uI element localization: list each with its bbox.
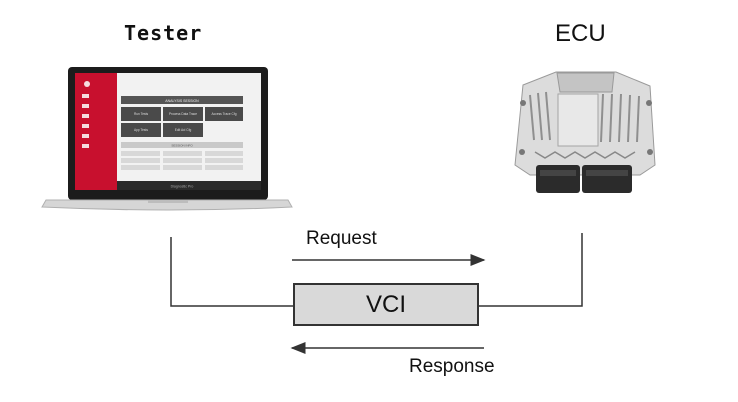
screen-tile-label: Edit Acl Cfg [175, 128, 192, 132]
screen-tile [121, 123, 161, 137]
ecu-top-plate [556, 72, 615, 93]
ecu-mounting-holes [519, 100, 653, 155]
sidebar-icons [82, 81, 90, 148]
screen-tile-label: Access Trace Cfg [212, 112, 237, 116]
response-label: Response [409, 356, 495, 377]
screen-tile [163, 107, 203, 121]
ecu-connector-left [536, 165, 580, 193]
ecu-connector-slot [540, 170, 576, 176]
ecu-fins-left [529, 91, 551, 141]
screen-tile-label: Run Tests [134, 112, 149, 116]
tester-to-vci-line [170, 237, 293, 307]
screen-section-bar [121, 142, 243, 148]
laptop-hinge [148, 200, 188, 203]
screen-header-text: ANALYSIS SESSION [165, 99, 199, 103]
ecu-center-block [557, 93, 599, 147]
screen-tile-label: Process Data Trace [169, 112, 197, 116]
screen-tile [121, 107, 161, 121]
vci-label: VCI [365, 290, 406, 318]
tester-label: Tester [124, 21, 203, 45]
screen-header-bar [121, 96, 243, 104]
screen-brand-text: Diagnostic Pro [171, 185, 194, 189]
screen-tile [163, 123, 203, 137]
vci-box: VCI [293, 283, 479, 326]
screen-tile-label: App Tests [134, 128, 148, 132]
screen-list-rows [121, 151, 243, 170]
ecu-seal-band [534, 151, 636, 159]
request-label: Request [306, 228, 377, 249]
screen-tile [205, 107, 243, 121]
vci-to-ecu-line [479, 233, 583, 307]
ecu-label: ECU [555, 20, 606, 47]
ecu-connector-slot [586, 170, 628, 176]
screen-footer [117, 181, 261, 190]
ecu-fins-right [600, 93, 640, 143]
ecu-connector-right [582, 165, 632, 193]
laptop-base [41, 199, 293, 211]
laptop-sidebar [75, 73, 117, 190]
screen-section-text: SESSION INFO [171, 144, 193, 148]
